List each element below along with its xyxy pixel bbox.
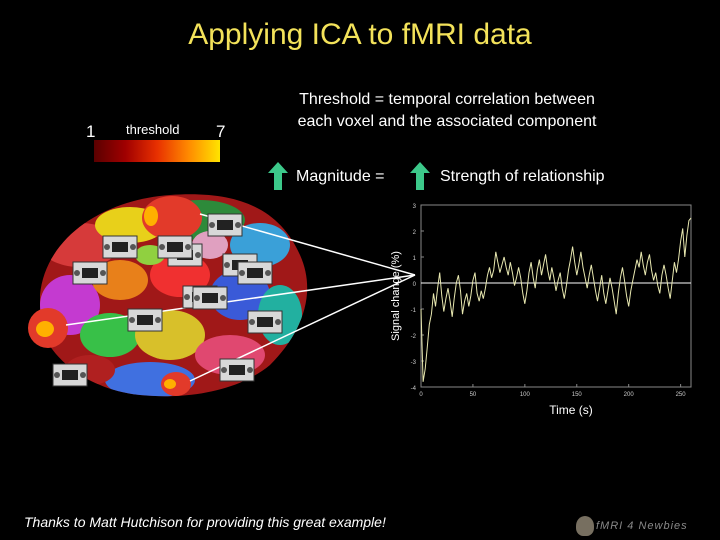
y-tick-label: 2 — [413, 230, 417, 236]
connector-line — [65, 274, 416, 326]
y-tick-label: -1 — [411, 308, 417, 314]
voxel-timeseries-icon — [237, 261, 273, 285]
x-tick-label: 250 — [676, 392, 687, 398]
y-tick-label: -4 — [411, 386, 417, 392]
threshold-colorbar — [94, 140, 220, 162]
up-arrow-icon — [268, 162, 288, 190]
y-axis-label: Signal change (%) — [390, 251, 402, 341]
slide-title: Applying ICA to fMRI data — [188, 18, 532, 51]
timeseries-chart: -4 -3 -2 -1 0 1 2 3 0 50 100 150 200 250 Signal chan… — [390, 204, 692, 417]
y-tick-label: 3 — [413, 204, 417, 210]
skull-icon — [576, 516, 594, 536]
voxel-timeseries-icon — [192, 286, 228, 310]
x-tick-label: 100 — [520, 392, 531, 398]
x-axis: 0 50 100 150 200 250 — [419, 384, 686, 398]
threshold-explanation-line2: each voxel and the associated component — [297, 113, 597, 130]
colorbar-min-label: 1 — [86, 122, 96, 141]
voxel-timeseries-icon — [102, 235, 138, 259]
activation-core — [144, 206, 158, 226]
colorbar-max-label: 7 — [216, 122, 226, 141]
voxel-timeseries-icons — [52, 213, 283, 387]
activation-core — [164, 379, 176, 389]
voxel-timeseries-icon — [207, 213, 243, 237]
timeseries-line — [420, 217, 692, 382]
x-axis-label: Time (s) — [549, 403, 593, 417]
activation-core — [36, 321, 54, 337]
x-tick-label: 0 — [419, 392, 423, 398]
x-tick-label: 200 — [624, 392, 635, 398]
colorbar-label: threshold — [126, 122, 180, 137]
y-tick-label: -2 — [411, 334, 417, 340]
credit-text: Thanks to Matt Hutchison for providing t… — [24, 514, 386, 530]
voxel-timeseries-icon — [127, 308, 163, 332]
voxel-timeseries-icon — [52, 363, 88, 387]
strength-label: Strength of relationship — [440, 168, 605, 185]
brain-illustration — [28, 194, 416, 397]
voxel-timeseries-icon — [247, 310, 283, 334]
voxel-timeseries-icon — [72, 261, 108, 285]
plot-area — [420, 204, 692, 388]
y-tick-label: 0 — [413, 282, 417, 288]
threshold-explanation-line1: Threshold = temporal correlation between — [299, 91, 595, 108]
voxel-timeseries-icon — [219, 358, 255, 382]
x-tick-label: 50 — [470, 392, 477, 398]
logo-text: fMRI 4 Newbies — [596, 520, 688, 532]
voxel-timeseries-icon — [157, 235, 193, 259]
y-tick-label: 1 — [413, 256, 417, 262]
x-tick-label: 150 — [572, 392, 583, 398]
fmri4newbies-logo: fMRI 4 Newbies — [572, 512, 712, 540]
threshold-explanation: Threshold = temporal correlation between… — [262, 89, 632, 133]
magnitude-label: Magnitude = — [296, 168, 385, 185]
y-tick-label: -3 — [411, 360, 417, 366]
up-arrow-icon — [410, 162, 430, 190]
activation-blob — [142, 196, 202, 240]
